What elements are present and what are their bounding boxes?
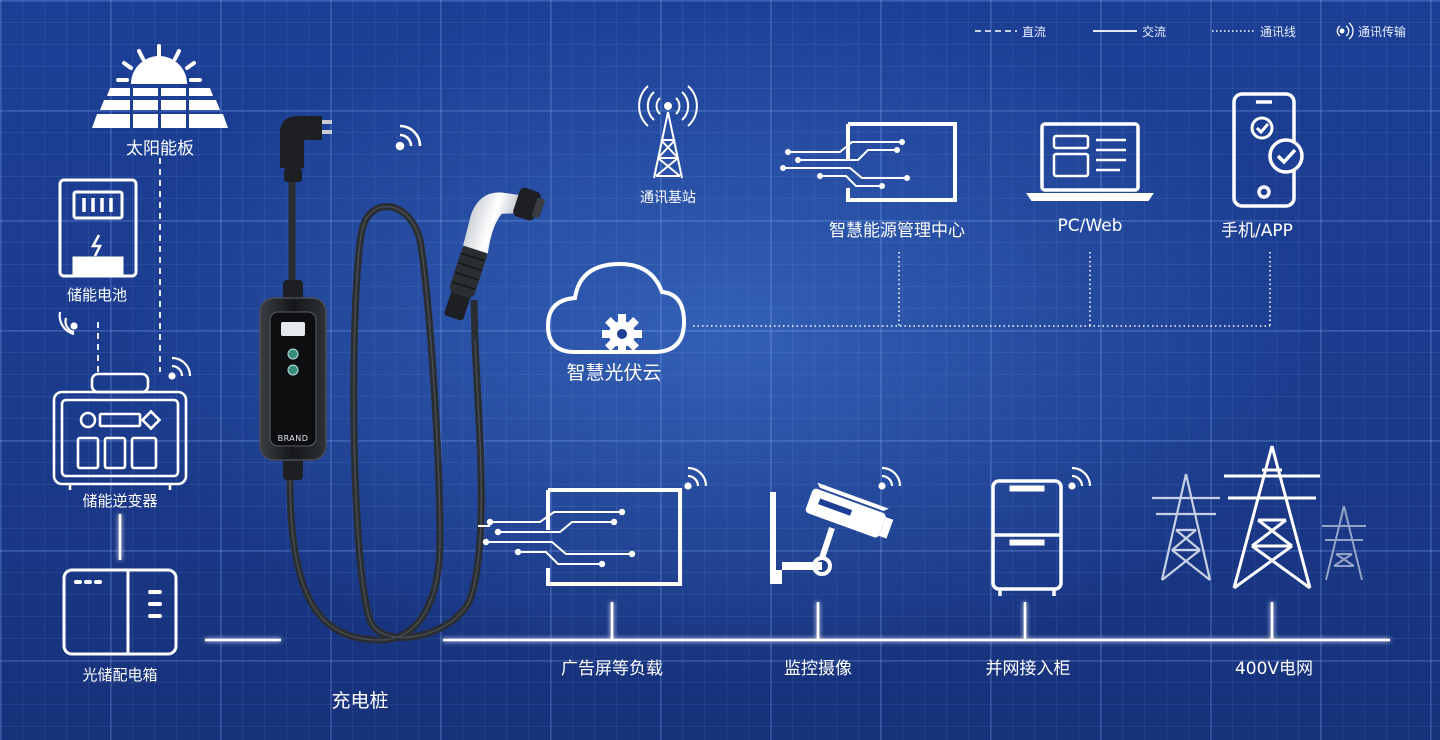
ac-lines: [118, 514, 1390, 642]
power-tower-right-icon: [1322, 505, 1366, 581]
energy-center-icon: [780, 122, 957, 202]
energy-battery-label: 储能电池: [66, 286, 128, 304]
cabinet-signal-icon: [1068, 466, 1092, 490]
energy-inverter-label: 储能逆变器: [82, 492, 158, 510]
pv-storage-box-icon: [62, 568, 178, 656]
base-station-label: 通讯基站: [640, 190, 696, 206]
legend-signal-icon: [1336, 22, 1354, 40]
mobile-app-icon: [1232, 92, 1304, 208]
grid-cabinet-icon: [991, 479, 1063, 596]
ad-screen-icon: [478, 488, 682, 586]
legend: [975, 22, 1354, 40]
power-tower-main-icon: [1224, 445, 1320, 590]
mobile-app-label: 手机/APP: [1221, 221, 1293, 241]
base-station-icon: [638, 85, 698, 179]
charger-signal-icon: [395, 124, 422, 151]
ad-signal-icon: [684, 466, 708, 490]
ad-screen-label: 广告屏等负载: [561, 659, 663, 679]
grid-400v-label: 400V电网: [1234, 659, 1314, 679]
charging-pile-label: 充电桩: [331, 690, 389, 712]
legend-dc-label: 直流: [1022, 25, 1047, 39]
smart-pv-cloud-icon: [545, 261, 687, 354]
energy-battery-icon: [58, 178, 138, 278]
camera-label: 监控摄像: [784, 659, 852, 679]
pc-web-label: PC/Web: [1057, 216, 1123, 236]
comm-lines: [693, 252, 1271, 327]
laptop-icon: [1026, 122, 1154, 201]
smart-pv-cloud-label: 智慧光伏云: [566, 362, 662, 384]
battery-signal-icon: [58, 311, 78, 336]
dc-lines: [97, 158, 161, 372]
cloud-gear-icon: [602, 314, 642, 354]
charger-brand-label: BRAND: [277, 434, 309, 443]
energy-inverter-icon: [52, 372, 188, 490]
solar-panel-label: 太阳能板: [126, 139, 194, 159]
charging-pile-device: [259, 116, 545, 644]
energy-center-label: 智慧能源管理中心: [829, 221, 965, 241]
camera-icon: [770, 482, 894, 584]
grid-cabinet-label: 并网接入柜: [985, 659, 1071, 679]
charging-gun: [444, 187, 545, 321]
solar-panel-icon: [92, 44, 228, 128]
power-tower-left-icon: [1152, 473, 1220, 581]
legend-ac-label: 交流: [1142, 25, 1167, 39]
legend-comm-transmit-label: 通讯传输: [1358, 25, 1407, 39]
legend-comm-line-label: 通讯线: [1260, 25, 1297, 39]
camera-signal-icon: [878, 466, 902, 490]
inverter-signal-icon: [168, 356, 192, 380]
pv-storage-box-label: 光储配电箱: [82, 666, 158, 684]
